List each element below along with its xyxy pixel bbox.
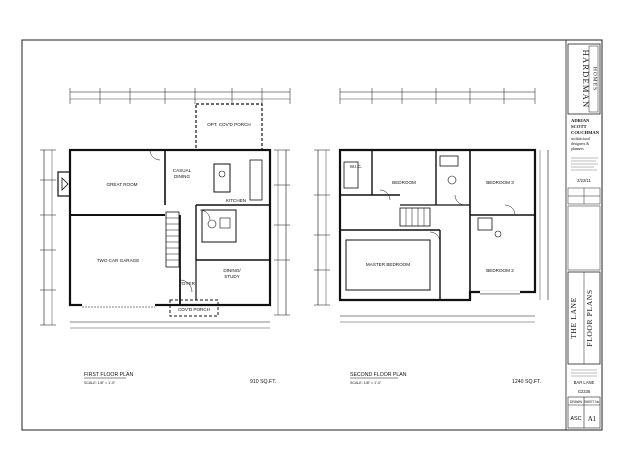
first-floor-area: 910 SQ.FT. (250, 379, 276, 385)
designer-sub-2: designers & (571, 142, 589, 146)
room-label-dining-study-2: STUDY (224, 274, 240, 279)
sheet-number: A1 (588, 415, 597, 423)
plan-number: G2336 (578, 389, 591, 394)
second-floor-plan (314, 88, 549, 323)
room-label-foyer: FOYER (179, 281, 196, 286)
company-subtitle: HOMES (592, 67, 598, 91)
first-floor-caption: FIRST FLOOR PLAN (84, 372, 133, 378)
title-block: HARDEMAN HOMES ADRIAN SCOTT COUCHMAN arc… (565, 39, 603, 431)
room-label-covered-porch: COV'D PORCH (178, 307, 210, 312)
room-label-bedroom-2: BEDROOM 2 (486, 268, 514, 273)
designer-name-2: SCOTT (571, 124, 587, 129)
room-label-kitchen: KITCHEN (226, 198, 246, 203)
room-label-wic: W.I.C. (350, 164, 363, 169)
second-floor-caption: SECOND FLOOR PLAN (350, 372, 407, 378)
sheet-number-label: SHEET No. (584, 400, 601, 404)
plan-code: BAR LANE (574, 380, 595, 385)
room-label-casual-dining-2: DINING (174, 174, 191, 179)
drawing-date: 2/22/11 (577, 178, 591, 183)
second-floor-area: 1240 SQ.FT. (512, 379, 541, 385)
plan-name: THE LANE (569, 297, 578, 339)
room-label-great-room: GREAT ROOM (107, 182, 138, 187)
drawn-by: ASC (570, 416, 581, 422)
room-label-master-bedroom: MASTER BEDROOM (366, 262, 410, 267)
room-label-dining-study-1: DINING/ (223, 268, 241, 273)
designer-sub-3: planners (571, 147, 584, 151)
first-floor-scale: SCALE: 1/8" = 1'-0" (84, 381, 116, 385)
designer-sub-1: architectural (571, 137, 590, 141)
room-label-opt-covered-porch: OPT. COV'D PORCH (207, 122, 251, 127)
first-floor-plan (40, 88, 291, 329)
sheet-title: FLOOR PLANS (585, 289, 594, 346)
room-label-two-car-garage: TWO CAR GARAGE (97, 258, 140, 263)
room-label-bedroom-3: BEDROOM 3 (486, 180, 514, 185)
designer-name-3: COUCHMAN (571, 130, 600, 135)
room-label-casual-dining-1: CASUAL (173, 168, 192, 173)
designer-name-1: ADRIAN (571, 118, 590, 123)
room-label-bedroom: BEDROOM (392, 180, 416, 185)
company-name: HARDEMAN (581, 50, 591, 109)
second-floor-scale: SCALE: 1/8" = 1'-0" (350, 381, 382, 385)
drawn-label: DRAWN (570, 400, 583, 404)
